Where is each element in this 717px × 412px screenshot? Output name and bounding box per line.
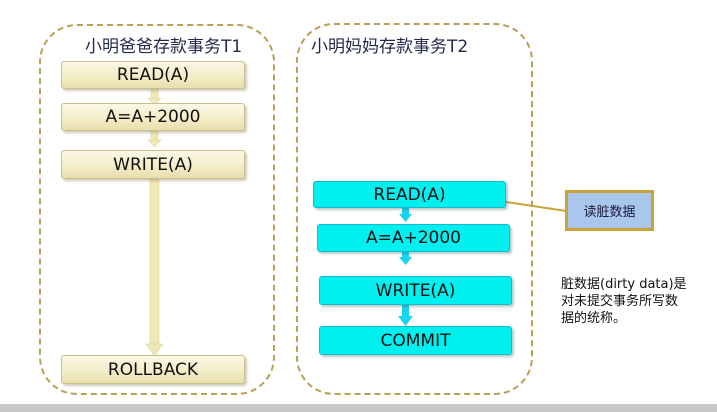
- dirty-data-note: 脏数据(dirty data)是 对未提交事务所写数 据的统称。: [561, 276, 687, 327]
- t2-title: 小明妈妈存款事务T2: [311, 37, 469, 57]
- footer-bar: [0, 404, 717, 412]
- t1-read-box: READ(A): [61, 61, 245, 89]
- note-line-3: 据的统称。: [561, 311, 627, 326]
- note-line-2: 对未提交事务所写数: [561, 294, 679, 309]
- t1-group: [39, 24, 275, 395]
- t2-commit-box: COMMIT: [319, 326, 512, 355]
- t2-group: [296, 23, 533, 395]
- t2-read-box: READ(A): [313, 181, 506, 208]
- t1-write-box: WRITE(A): [61, 150, 245, 179]
- t1-rollback-box: ROLLBACK: [61, 355, 245, 384]
- t2-write-box: WRITE(A): [319, 276, 512, 305]
- t1-title: 小明爸爸存款事务T1: [85, 37, 243, 57]
- dirty-read-callout: 读脏数据: [565, 190, 654, 231]
- t2-add-box: A=A+2000: [317, 224, 510, 252]
- note-line-1: 脏数据(dirty data)是: [561, 277, 687, 292]
- t1-connectors: [145, 87, 164, 357]
- t2-connectors: [398, 207, 413, 326]
- t1-add-box: A=A+2000: [61, 103, 245, 131]
